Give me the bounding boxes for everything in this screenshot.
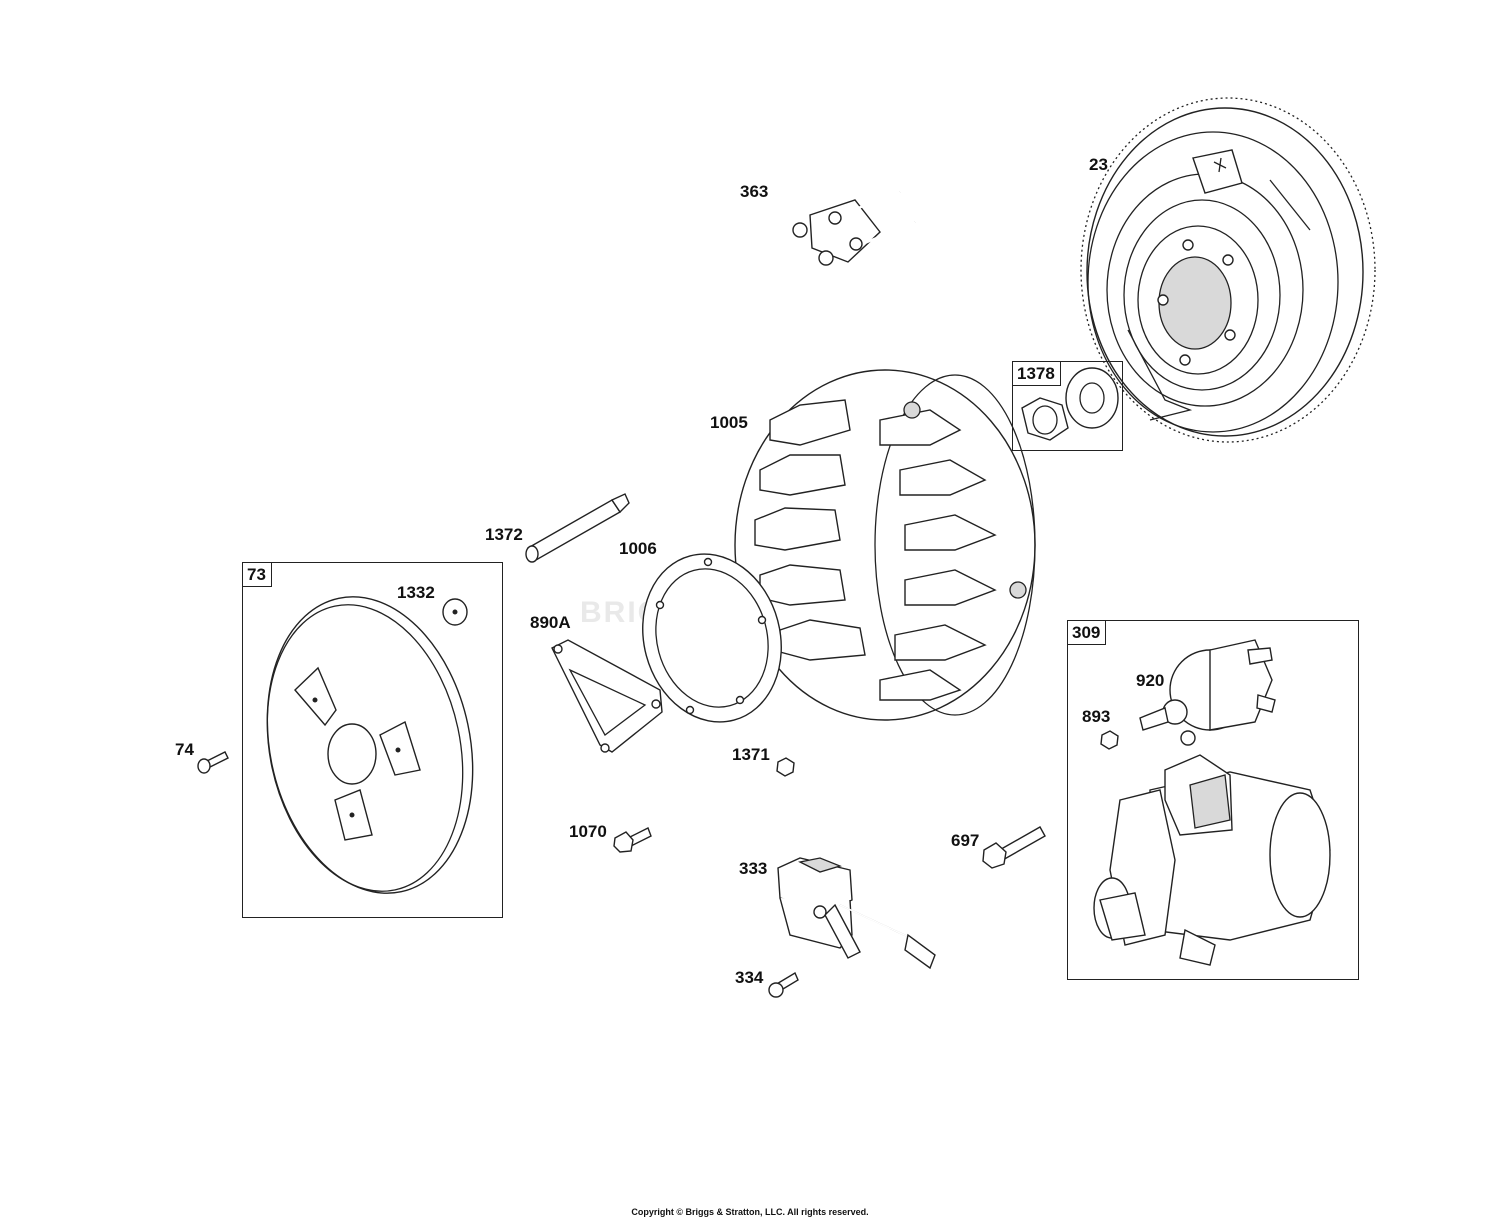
- callout-334: 334: [735, 968, 764, 987]
- screen-disc-part-73: [266, 596, 474, 894]
- gasket-part-1006: [642, 553, 782, 723]
- callout-1070: 1070: [569, 822, 607, 841]
- stud-part-1372: [525, 493, 630, 563]
- callout-1371: 1371: [732, 745, 770, 764]
- puller-part-363: [792, 190, 916, 266]
- callout-74: 74: [175, 740, 194, 759]
- callout-363: 363: [740, 182, 769, 201]
- bolt-part-697: [982, 826, 1046, 869]
- fan-part-1005: [734, 369, 1036, 721]
- screw-part-334: [768, 971, 799, 998]
- callout-333: 333: [739, 859, 768, 878]
- copyright-notice: Copyright © Briggs & Stratton, LLC. All …: [631, 1207, 869, 1217]
- callout-893: 893: [1082, 707, 1111, 726]
- ignition-module-part-333: [777, 857, 936, 970]
- nut-part-1371: [776, 757, 795, 777]
- callout-920: 920: [1136, 671, 1165, 690]
- callout-890a: 890A: [530, 613, 571, 632]
- flywheel-part-23: [1080, 97, 1376, 443]
- starter-motor: [1093, 754, 1331, 966]
- group-tag-309: 309: [1068, 621, 1107, 645]
- nut-part-893: [1100, 730, 1119, 750]
- callout-1005: 1005: [710, 413, 748, 432]
- group-tag-73: 73: [243, 563, 272, 587]
- callout-1332: 1332: [397, 583, 435, 602]
- nut-washer-part-1378: [1021, 367, 1119, 441]
- group-box-1378: [1012, 361, 1123, 451]
- callout-697: 697: [951, 831, 980, 850]
- group-box-73: [242, 562, 503, 918]
- group-tag-1378: 1378: [1013, 362, 1061, 386]
- bracket-part-890a: [551, 639, 663, 753]
- bolt-part-1070: [613, 827, 652, 853]
- callout-23: 23: [1089, 155, 1108, 174]
- solenoid-part-920: [1139, 639, 1276, 746]
- group-box-309: [1067, 620, 1359, 980]
- callout-1006: 1006: [619, 539, 657, 558]
- bolt-part-74: [197, 751, 229, 774]
- callout-1372: 1372: [485, 525, 523, 544]
